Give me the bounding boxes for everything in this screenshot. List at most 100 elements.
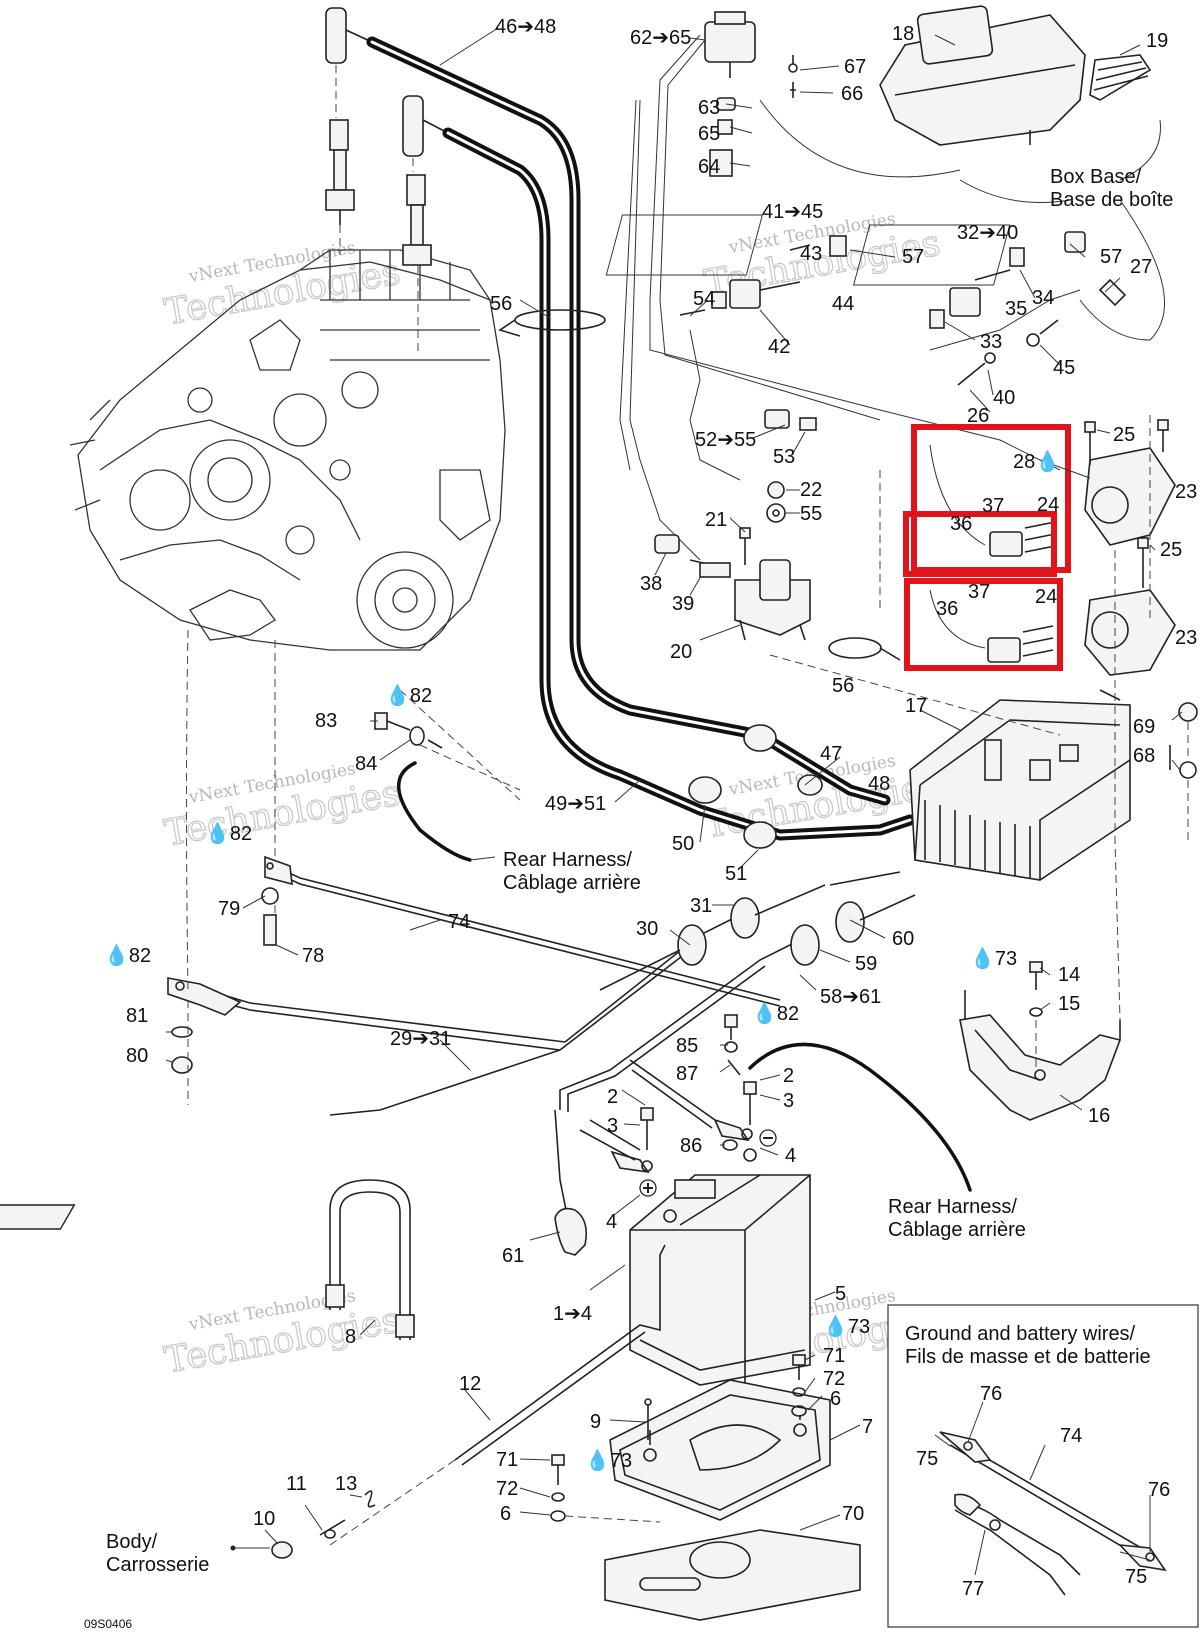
nut-washer-22-55 (766, 481, 786, 523)
part-label: 75 (1125, 1566, 1147, 1588)
box-base-caption-line-1: Box Base/ (1050, 166, 1142, 188)
harness-wires (619, 34, 1165, 561)
part-label: 55 (800, 503, 822, 525)
connector-group-a (605, 214, 847, 316)
part-label: 78 (302, 945, 324, 967)
part-label: 4 (785, 1145, 796, 1167)
ground-cable-74 (261, 855, 781, 1007)
part-label: 22 (800, 479, 822, 501)
part-label: 50 (672, 833, 694, 855)
polarity-marks (639, 1129, 777, 1197)
part-label: 58➔61 (820, 986, 881, 1008)
part-label: 56 (490, 293, 512, 315)
part-label: 34 (1032, 287, 1054, 309)
part-label: 14 (1058, 964, 1080, 986)
part-label: 65 (698, 123, 720, 145)
part-labels: 46➔48 62➔65 18 19 67 66 63 65 64 41➔45 5… (104, 16, 1197, 1600)
part-label: 12 (459, 1373, 481, 1395)
leader-lines (165, 27, 1183, 1576)
part-label: 36 (950, 513, 972, 535)
part-label: 54 (693, 288, 715, 310)
body-caption-line-2: Carrosserie (106, 1554, 209, 1576)
part-label: 67 (844, 56, 866, 78)
part-label: 💧82 (205, 821, 252, 845)
part-label: 9 (590, 1411, 601, 1433)
part-label: 70 (842, 1503, 864, 1525)
bolt-71-72-6-right (791, 1354, 807, 1417)
watermarks: vNext Technologies Technologies vNext Te… (161, 209, 944, 1382)
part-label: 63 (698, 97, 720, 119)
part-label: 68 (1133, 745, 1155, 767)
rear-harness-wire-b (748, 1042, 972, 1192)
bracket-16 (959, 961, 1122, 1121)
part-label: 13 (335, 1473, 357, 1495)
rod-12 (454, 1244, 666, 1466)
fasteners-10-11-13 (271, 1490, 376, 1559)
part-label: 24 (1037, 494, 1059, 516)
part-label: 6 (500, 1503, 511, 1525)
part-label: 74 (448, 911, 470, 933)
rear-harness-caption-line-2: Câblage arrière (503, 872, 641, 894)
part-label: 56 (832, 675, 854, 697)
part-label: 43 (800, 243, 822, 265)
part-label: 28💧 (1013, 449, 1060, 473)
inset-panel: Ground and battery wires/ Fils de masse … (887, 1304, 1199, 1628)
part-label: 💧82 (104, 943, 151, 967)
rear-harness-wire-a (397, 761, 472, 862)
part-label: 31 (690, 895, 712, 917)
part-label: 83 (315, 710, 337, 732)
part-label: 35 (1005, 298, 1027, 320)
part-label: 18 (892, 23, 914, 45)
part-label: 38 (640, 573, 662, 595)
part-label: 72 (823, 1368, 845, 1390)
highlight-boxes (903, 424, 1071, 671)
seal-19 (1089, 54, 1152, 101)
screws-66-67 (788, 55, 798, 98)
part-label: 61 (502, 1245, 524, 1267)
part-label: 10 (253, 1508, 275, 1530)
part-label: 39 (672, 593, 694, 615)
rear-harness-caption-b-line-1: Rear Harness/ (888, 1196, 1017, 1218)
part-label: 29➔31 (390, 1028, 451, 1050)
box-cover (879, 5, 1086, 146)
battery (0, 1174, 811, 1386)
cable-58-61 (554, 894, 916, 1231)
cable-tie-56 (498, 309, 606, 337)
part-label: 71 (496, 1449, 518, 1471)
part-label: 59 (855, 953, 877, 975)
part-label: 7 (862, 1416, 873, 1438)
screws-26-40-45 (957, 319, 1059, 386)
part-label: 4 (606, 1211, 617, 1233)
part-label: 15 (1058, 993, 1080, 1015)
spark-plug-left (325, 7, 373, 225)
part-label: 8 (345, 1326, 356, 1348)
part-label: 60 (892, 928, 914, 950)
part-label: 42 (768, 336, 790, 358)
part-label: 32➔40 (957, 222, 1018, 244)
base-plate-70 (604, 1529, 861, 1621)
bolt-71-72-6-left (550, 1454, 661, 1523)
part-label: 66 (841, 83, 863, 105)
part-label: 37 (968, 581, 990, 603)
part-label: 11 (286, 1473, 307, 1495)
part-label: 37 (982, 495, 1004, 517)
part-label: 57 (1100, 246, 1122, 268)
part-label: 49➔51 (545, 793, 606, 815)
box-base-caption-line-2: Base de boîte (1050, 189, 1173, 211)
nut-washer-68-69 (1178, 702, 1198, 840)
part-label: 53 (773, 446, 795, 468)
part-label: 19 (1146, 30, 1168, 52)
part-label: 23 (1175, 627, 1197, 649)
relay-connectors (929, 444, 1056, 663)
part-label: 52➔55 (695, 429, 756, 451)
part-label: 💧73 (823, 1314, 870, 1338)
part-label: 2 (607, 1086, 618, 1108)
part-label: 57 (902, 246, 924, 268)
part-label: 79 (218, 898, 240, 920)
engine-drawing (69, 249, 506, 651)
part-label: 25 (1113, 424, 1135, 446)
part-label: 81 (126, 1005, 148, 1027)
inset-caption-line-2: Fils de masse et de batterie (905, 1346, 1151, 1368)
part-label: 69 (1133, 716, 1155, 738)
